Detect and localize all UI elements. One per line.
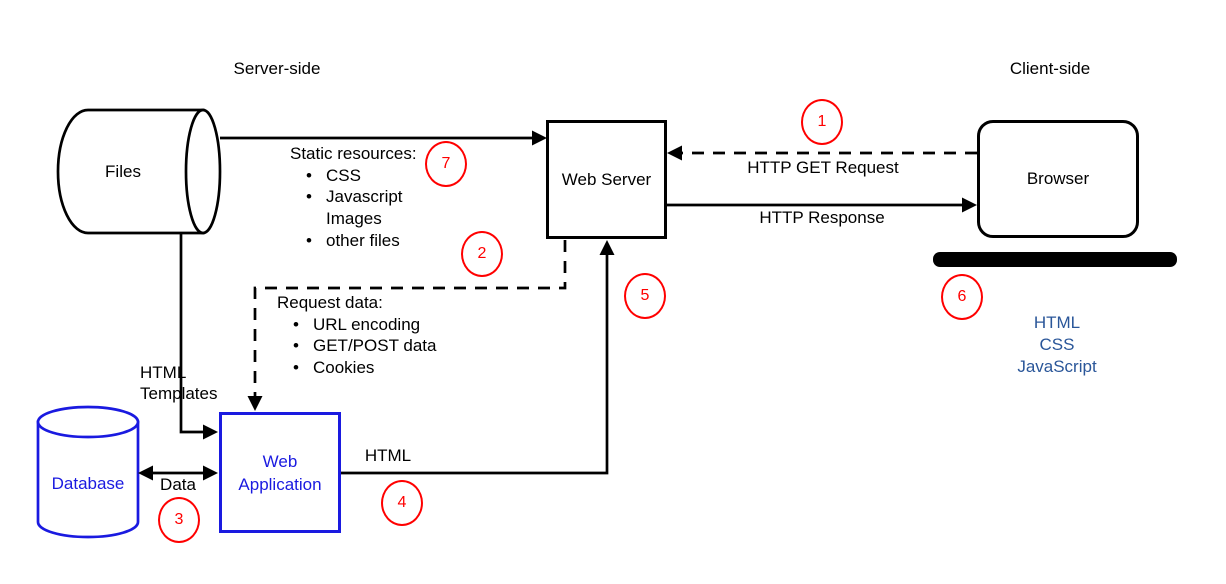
bullet-icon: • xyxy=(293,358,299,378)
web-application-label-line1: Web xyxy=(262,451,298,471)
arrow-request-data xyxy=(247,240,567,411)
list-item: Images xyxy=(290,208,417,230)
client-tech-css: CSS xyxy=(1039,335,1075,354)
data-label: Data xyxy=(160,475,196,494)
static-resources-block: Static resources: • CSS • Javascript Ima… xyxy=(290,143,417,252)
list-item: • GET/POST data xyxy=(277,335,436,357)
server-side-title: Server-side xyxy=(233,59,321,78)
step-badge-3: 3 xyxy=(158,497,200,543)
step-badge-2: 2 xyxy=(461,231,503,277)
laptop-base-bar xyxy=(933,252,1177,267)
step-badge-1: 1 xyxy=(801,99,843,145)
bullet-icon: • xyxy=(306,230,312,250)
files-cylinder xyxy=(56,108,222,235)
list-item: • CSS xyxy=(290,165,417,187)
step-badge-6: 6 xyxy=(941,274,983,320)
step-badge-7: 7 xyxy=(425,141,467,187)
web-server-node: Web Server xyxy=(546,120,667,239)
request-item-cookies: Cookies xyxy=(313,358,375,378)
arrow-files-to-webserver xyxy=(220,130,547,146)
html-templates-label: HTML Templates xyxy=(140,362,217,404)
client-tech-block: HTML CSS JavaScript xyxy=(1017,312,1096,378)
list-item: • Javascript xyxy=(290,186,417,208)
request-item-get-post-data: GET/POST data xyxy=(313,336,437,356)
arrow-data-bidirectional xyxy=(138,465,218,481)
web-application-label-line2: Application xyxy=(238,474,322,494)
arrow-html-templates xyxy=(179,233,218,440)
static-resources-title: Static resources: xyxy=(290,144,417,163)
bullet-icon: • xyxy=(293,336,299,356)
database-label: Database xyxy=(51,474,125,493)
step-badge-4: 4 xyxy=(381,480,423,526)
bullet-icon: • xyxy=(306,165,312,185)
bullet-icon: • xyxy=(306,187,312,207)
browser-node: Browser xyxy=(977,120,1139,238)
web-server-label: Web Server xyxy=(561,169,652,189)
html-templates-line1: HTML xyxy=(140,363,187,382)
static-item-javascript: Javascript xyxy=(326,187,403,207)
database-cylinder xyxy=(36,405,140,539)
web-application-node: Web Application xyxy=(219,412,341,533)
static-item-other-files: other files xyxy=(326,230,400,250)
client-side-title: Client-side xyxy=(1009,59,1091,78)
bullet-icon: • xyxy=(293,314,299,334)
files-label: Files xyxy=(105,162,141,181)
request-item-url-encoding: URL encoding xyxy=(313,314,421,334)
http-get-request-label: HTTP GET Request xyxy=(747,158,899,177)
client-tech-javascript: JavaScript xyxy=(1017,357,1097,376)
browser-label: Browser xyxy=(1026,169,1090,188)
request-data-block: Request data: • URL encoding • GET/POST … xyxy=(277,292,436,379)
list-item: • other files xyxy=(290,230,417,252)
static-item-css: CSS xyxy=(326,165,361,185)
step-badge-5: 5 xyxy=(624,273,666,319)
arrow-html-to-webserver xyxy=(341,240,615,475)
list-item: • URL encoding xyxy=(277,314,436,336)
client-tech-html: HTML xyxy=(1033,313,1081,332)
arrow-http-get-request xyxy=(667,145,977,161)
arrow-http-response xyxy=(667,197,977,213)
html-templates-line2: Templates xyxy=(140,384,218,403)
list-item: • Cookies xyxy=(277,357,436,379)
static-item-images: Images xyxy=(326,209,382,229)
request-data-title: Request data: xyxy=(277,293,383,312)
http-response-label: HTTP Response xyxy=(759,208,885,227)
html-label: HTML xyxy=(364,446,412,465)
